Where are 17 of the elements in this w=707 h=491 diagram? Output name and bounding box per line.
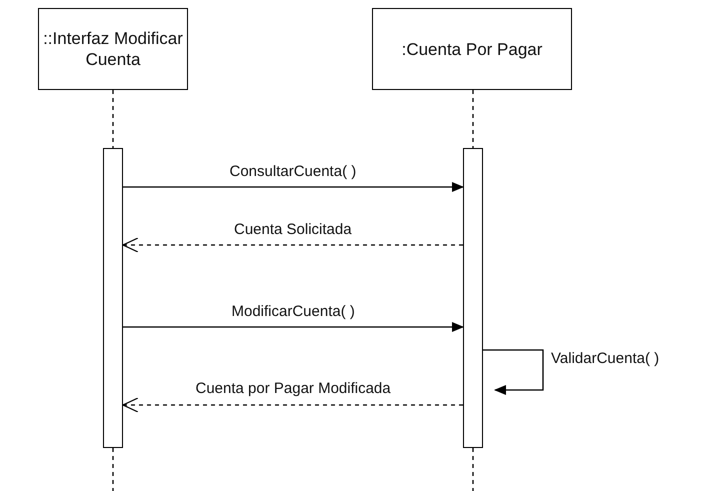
message-label: ConsultarCuenta( ) <box>228 163 358 180</box>
lifeline <box>112 448 114 491</box>
return-message-arrow <box>122 237 463 253</box>
lifeline-head-box: :Cuenta Por Pagar <box>372 8 572 90</box>
self-message-arrow <box>483 349 544 395</box>
activation-bar <box>103 148 123 448</box>
lifeline <box>472 90 474 148</box>
lifeline <box>472 448 474 491</box>
message-arrow <box>123 322 464 332</box>
message-label: ValidarCuenta( ) <box>549 350 662 367</box>
message-label: ModificarCuenta( ) <box>230 303 357 320</box>
lifeline-head-box: ::Interfaz Modificar Cuenta <box>38 8 188 90</box>
message-arrow <box>123 182 464 192</box>
message-label: Cuenta por Pagar Modificada <box>194 380 393 397</box>
activation-bar <box>463 148 483 448</box>
lifeline <box>112 90 114 148</box>
return-message-arrow <box>122 397 463 413</box>
